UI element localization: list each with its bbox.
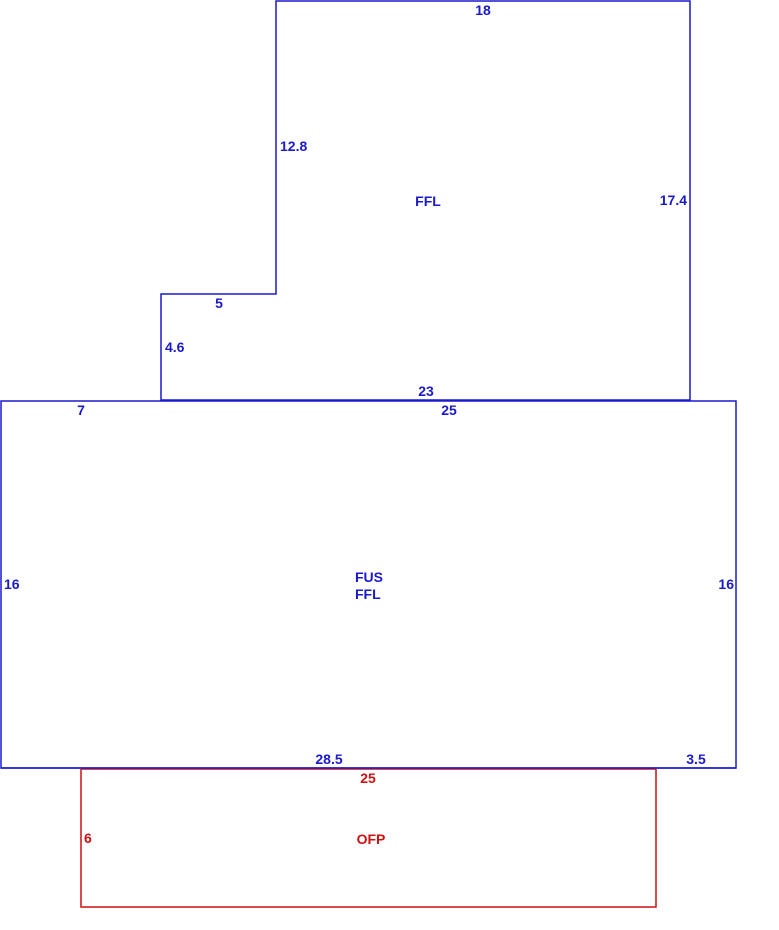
porch-dim-left: 6 [84, 830, 92, 846]
upper-dim-bottom: 23 [418, 383, 434, 399]
main-section-label-line2: FFL [355, 586, 381, 602]
main-section-label-line1: FUS [355, 569, 383, 585]
upper-dim-left-lower: 4.6 [165, 339, 185, 355]
upper-dim-top: 18 [475, 2, 491, 18]
porch-dim-top: 25 [360, 770, 376, 786]
main-dim-top: 25 [441, 402, 457, 418]
main-dim-right: 16 [718, 576, 734, 592]
upper-dim-left-upper: 12.8 [280, 138, 307, 154]
main-dim-top-left: 7 [77, 402, 85, 418]
porch-section-outline [80, 769, 657, 908]
main-dim-bottom-right: 3.5 [686, 751, 706, 767]
main-dim-left: 16 [4, 576, 20, 592]
upper-section-label: FFL [415, 193, 441, 209]
upper-dim-right: 17.4 [660, 192, 687, 208]
porch-section-label: OFP [357, 831, 386, 847]
upper-dim-step: 5 [215, 295, 223, 311]
main-dim-bottom: 28.5 [315, 751, 342, 767]
upper-section-outline [160, 0, 691, 401]
